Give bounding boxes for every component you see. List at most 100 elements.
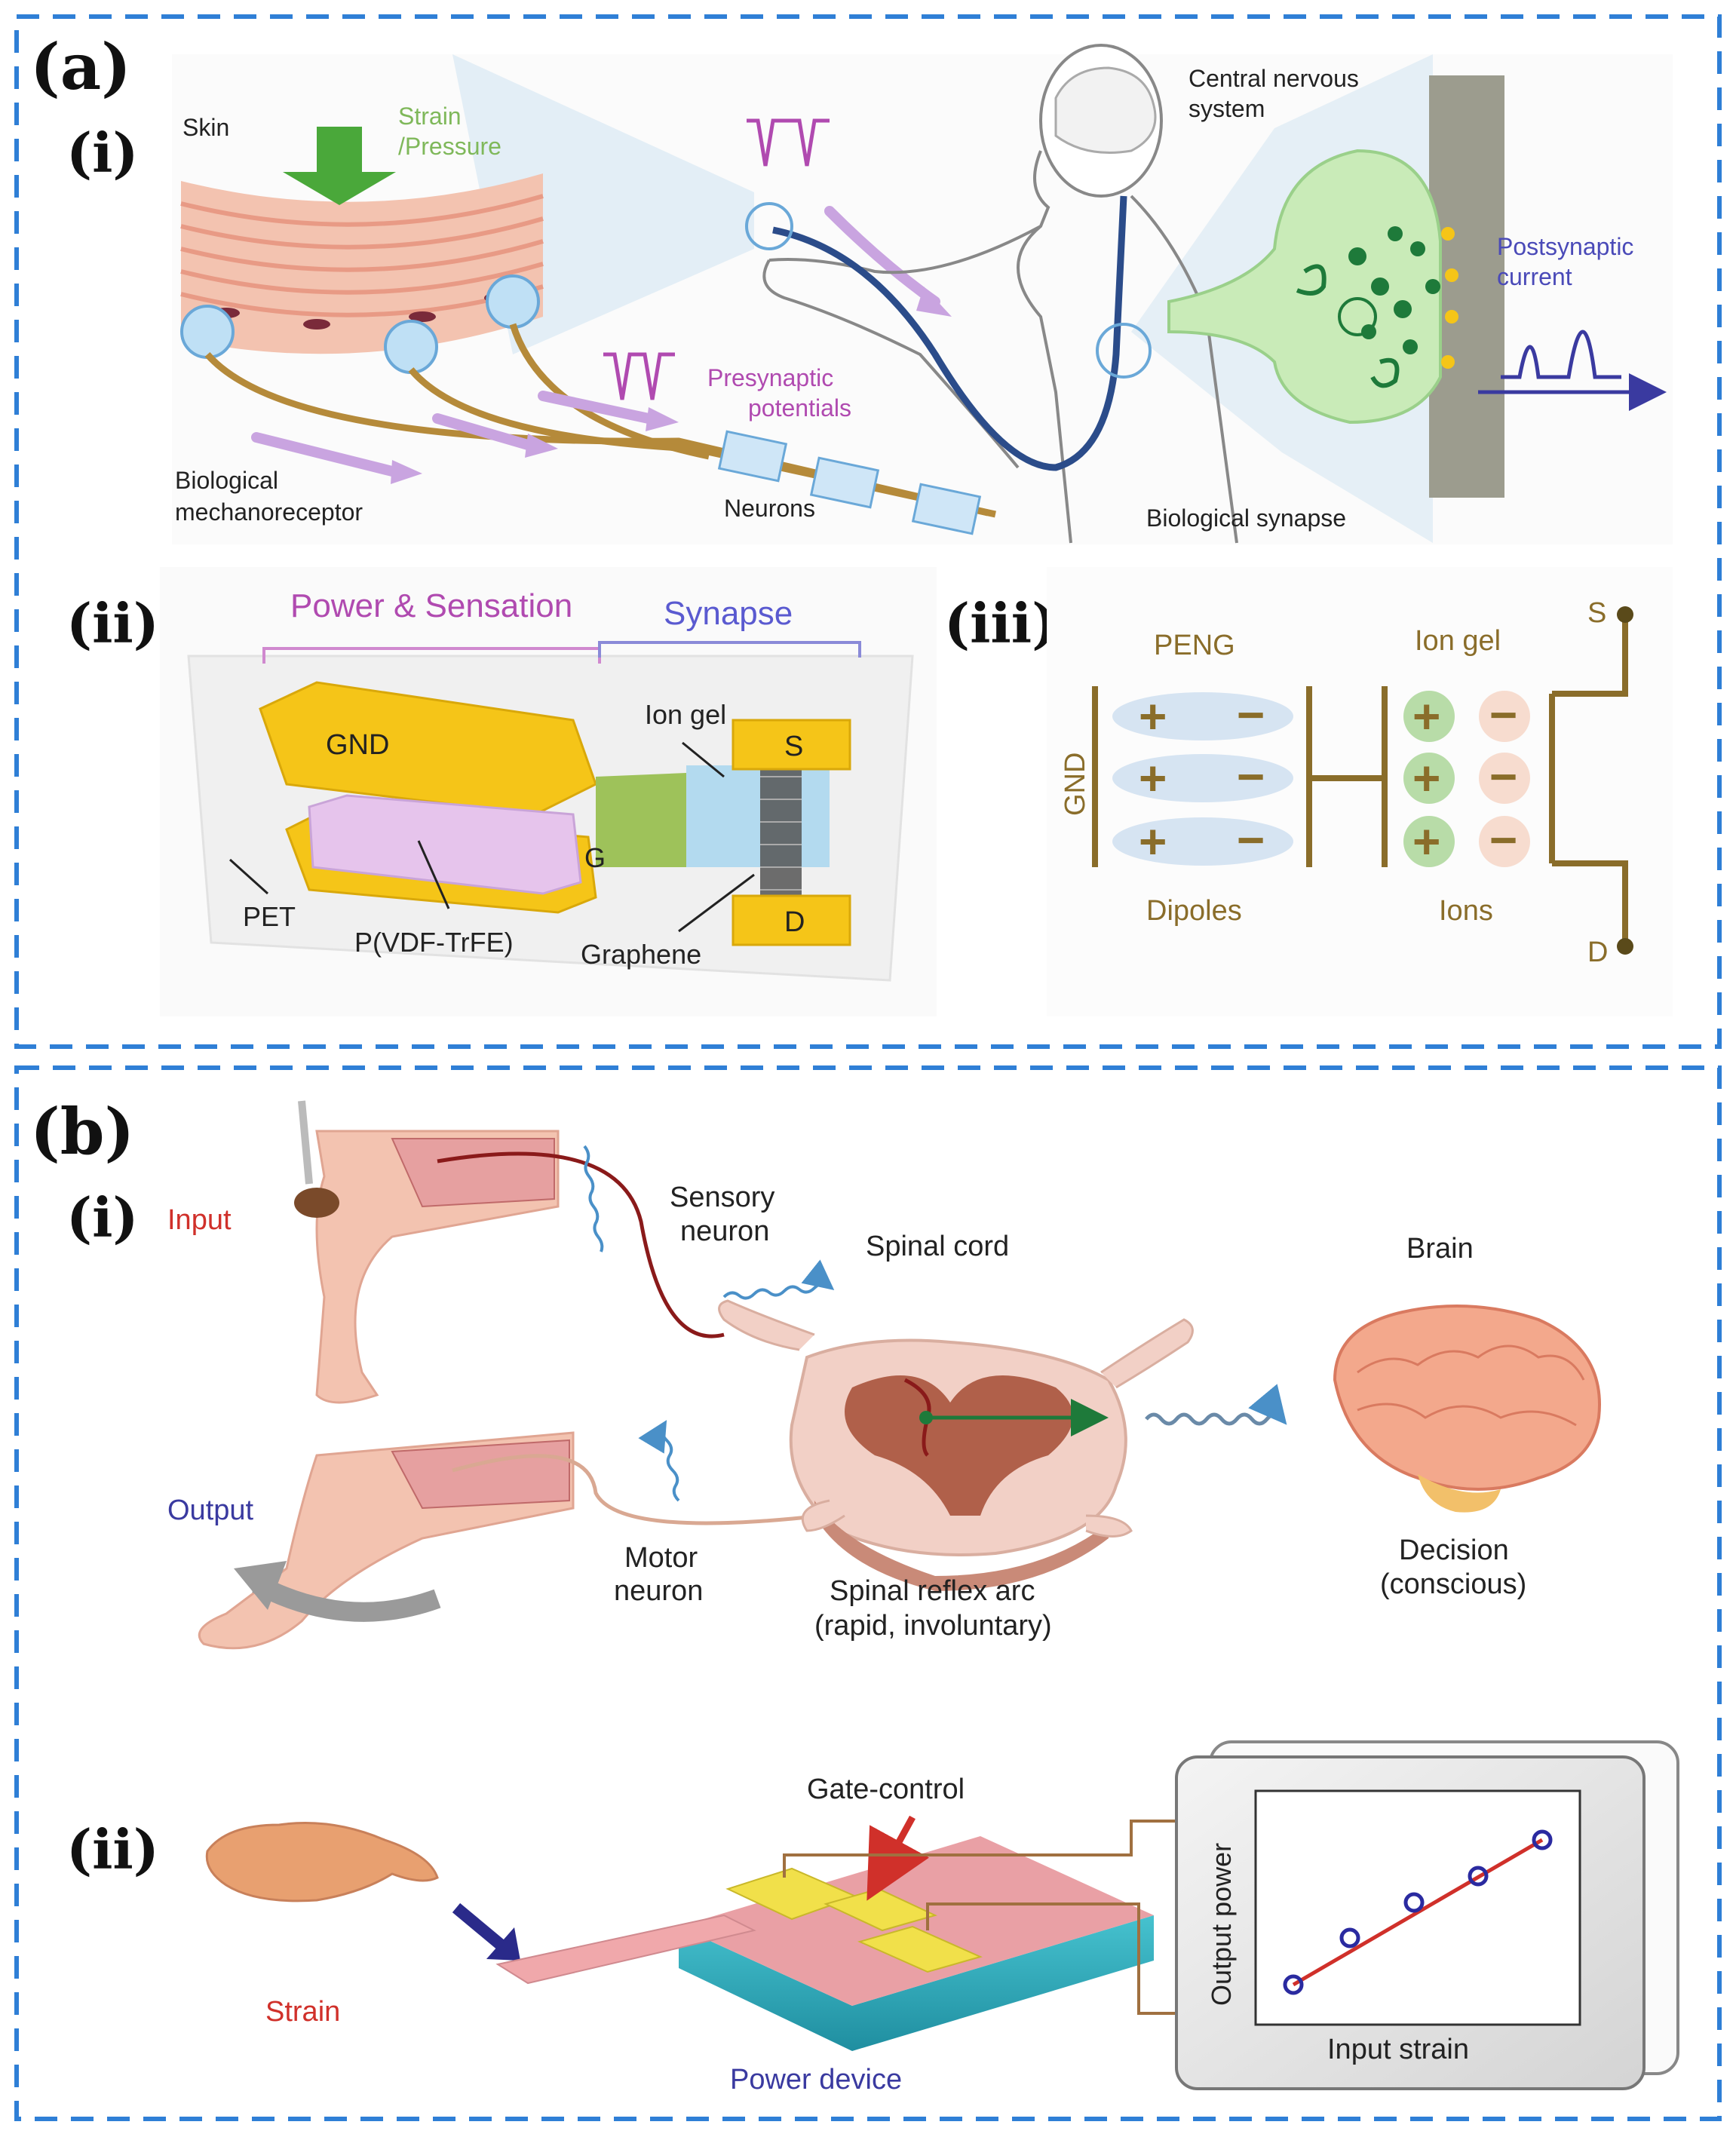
neuron-2	[809, 456, 880, 509]
release-stars	[1441, 227, 1458, 369]
cns-label-1: Central nervous	[1189, 65, 1359, 92]
peng-label: PENG	[1154, 630, 1235, 661]
synapse-terminal	[1167, 149, 1442, 425]
pet-pointer	[229, 858, 269, 895]
interneuron-node	[919, 1411, 933, 1424]
signal-arrowhead-1	[391, 460, 422, 484]
vesicle-cluster	[1338, 297, 1377, 336]
ion-plus-3: +	[1412, 814, 1440, 869]
mechanoreceptor-2	[384, 320, 438, 374]
dipole-plus-2: +	[1139, 751, 1167, 805]
output-power-label: Output power	[1206, 1843, 1237, 2006]
sensory-label-2: neuron	[680, 1216, 769, 1247]
decision-label-2: (conscious)	[1380, 1568, 1526, 1600]
s-circuit-label: S	[1587, 597, 1606, 629]
postsynaptic-peaks	[1501, 330, 1621, 379]
source-label: S	[784, 731, 803, 762]
brain-signal-wave	[1145, 1384, 1287, 1426]
touch-point-circle	[745, 202, 793, 250]
ion-positive-circles	[1403, 691, 1455, 867]
hand	[205, 1822, 439, 1902]
ion-minus-2: −	[1489, 750, 1517, 804]
ions-label: Ions	[1439, 895, 1493, 927]
nerve-fibre-2	[408, 367, 996, 518]
panel-a-ii-label: (ii)	[66, 591, 159, 655]
ion-plus-1: +	[1412, 689, 1440, 744]
panel-a-i-label: (i)	[66, 121, 138, 185]
mitochondria-1	[1296, 264, 1327, 296]
dipole-signs: + + + − − − + + + − − −	[1139, 688, 1517, 869]
spine-synapse-circle	[1096, 323, 1152, 379]
dipole-minus-2: −	[1237, 750, 1265, 804]
signal-arrowhead-2	[525, 434, 558, 458]
mechanoreceptor-label-2: mechanoreceptor	[175, 498, 363, 526]
ion-gel-device-label: Ion gel	[645, 699, 726, 730]
panel-a-iii-label: (iii)	[944, 591, 1057, 655]
gnd-circuit-label: GND	[1060, 753, 1091, 816]
input-label: Input	[167, 1204, 232, 1236]
ion-gel-pointer	[682, 741, 725, 778]
ion-minus-1: −	[1489, 688, 1517, 742]
graphene-pointer	[678, 873, 755, 933]
drain-label: D	[784, 906, 805, 938]
motor-label-1: Motor	[624, 1542, 698, 1574]
mechanoreceptor-1	[180, 305, 235, 359]
yellow-electrode-3	[857, 1925, 983, 1973]
pet-label: PET	[243, 901, 296, 932]
mitochondria-2	[1370, 357, 1400, 388]
gate-label: G	[584, 842, 606, 873]
data-point-5	[1532, 1829, 1553, 1850]
postsynaptic-label-2: current	[1497, 263, 1572, 290]
neuron-1	[717, 430, 788, 483]
brain-sketch	[1054, 66, 1157, 154]
graphene-lattice	[760, 776, 802, 891]
skin-label: Skin	[182, 114, 229, 141]
neurons-label: Neurons	[724, 495, 815, 522]
panel-b-label: (b)	[30, 1094, 134, 1169]
data-points	[1283, 1829, 1553, 1995]
output-kick-arrow	[252, 1574, 441, 1622]
yellow-electrode-2	[824, 1887, 937, 1932]
graphene-channel	[760, 758, 802, 901]
dipole-plus-3: +	[1139, 814, 1167, 869]
ion-negative-circles	[1479, 691, 1530, 867]
sensory-squiggle	[583, 1145, 604, 1252]
presynaptic-label-1: Presynaptic	[707, 364, 833, 391]
dipole-ellipses	[1112, 692, 1293, 866]
source-terminal	[1617, 606, 1633, 623]
wire-top	[783, 1820, 1176, 1878]
device-substrate-side	[679, 1915, 1154, 2051]
strain-arrowhead	[486, 1927, 520, 1961]
nerve-pathway-blue	[772, 195, 1127, 471]
pressure-arrow	[283, 127, 396, 205]
output-trend-line	[1292, 1838, 1544, 1987]
data-point-4	[1468, 1866, 1489, 1887]
source-electrode	[732, 719, 851, 771]
brain	[1333, 1305, 1601, 1513]
sensory-neuron-line	[437, 1151, 725, 1338]
leg-upper	[315, 1130, 560, 1404]
reflex-label-2: (rapid, involuntary)	[814, 1610, 1052, 1642]
pvdf-layer	[308, 794, 582, 895]
power-sensation-label: Power & Sensation	[290, 587, 572, 624]
biological-synapse-label: Biological synapse	[1146, 504, 1346, 532]
pvdf-label: P(VDF-TrFE)	[354, 927, 514, 958]
drain-electrode	[732, 894, 851, 946]
dipole-minus-1: −	[1237, 688, 1265, 742]
d-circuit-label: D	[1587, 937, 1608, 968]
power-device-label: Power device	[730, 2064, 902, 2096]
decision-label-1: Decision	[1399, 1535, 1509, 1566]
brain-label: Brain	[1406, 1233, 1474, 1265]
wire-bottom	[926, 1902, 1176, 2015]
dipole-plus-1: +	[1139, 689, 1167, 744]
drain-lead	[1552, 860, 1628, 946]
presynaptic-spikes	[603, 352, 675, 400]
motor-label-2: neuron	[614, 1575, 703, 1607]
panel-a-label: (a)	[30, 29, 131, 104]
presynaptic-label-2: potentials	[748, 394, 851, 422]
ion-minus-3: −	[1489, 813, 1517, 867]
panel-a-frame	[14, 14, 1722, 1049]
strain-label-2: /Pressure	[398, 133, 501, 160]
output-kick-arrowhead	[234, 1561, 287, 1610]
